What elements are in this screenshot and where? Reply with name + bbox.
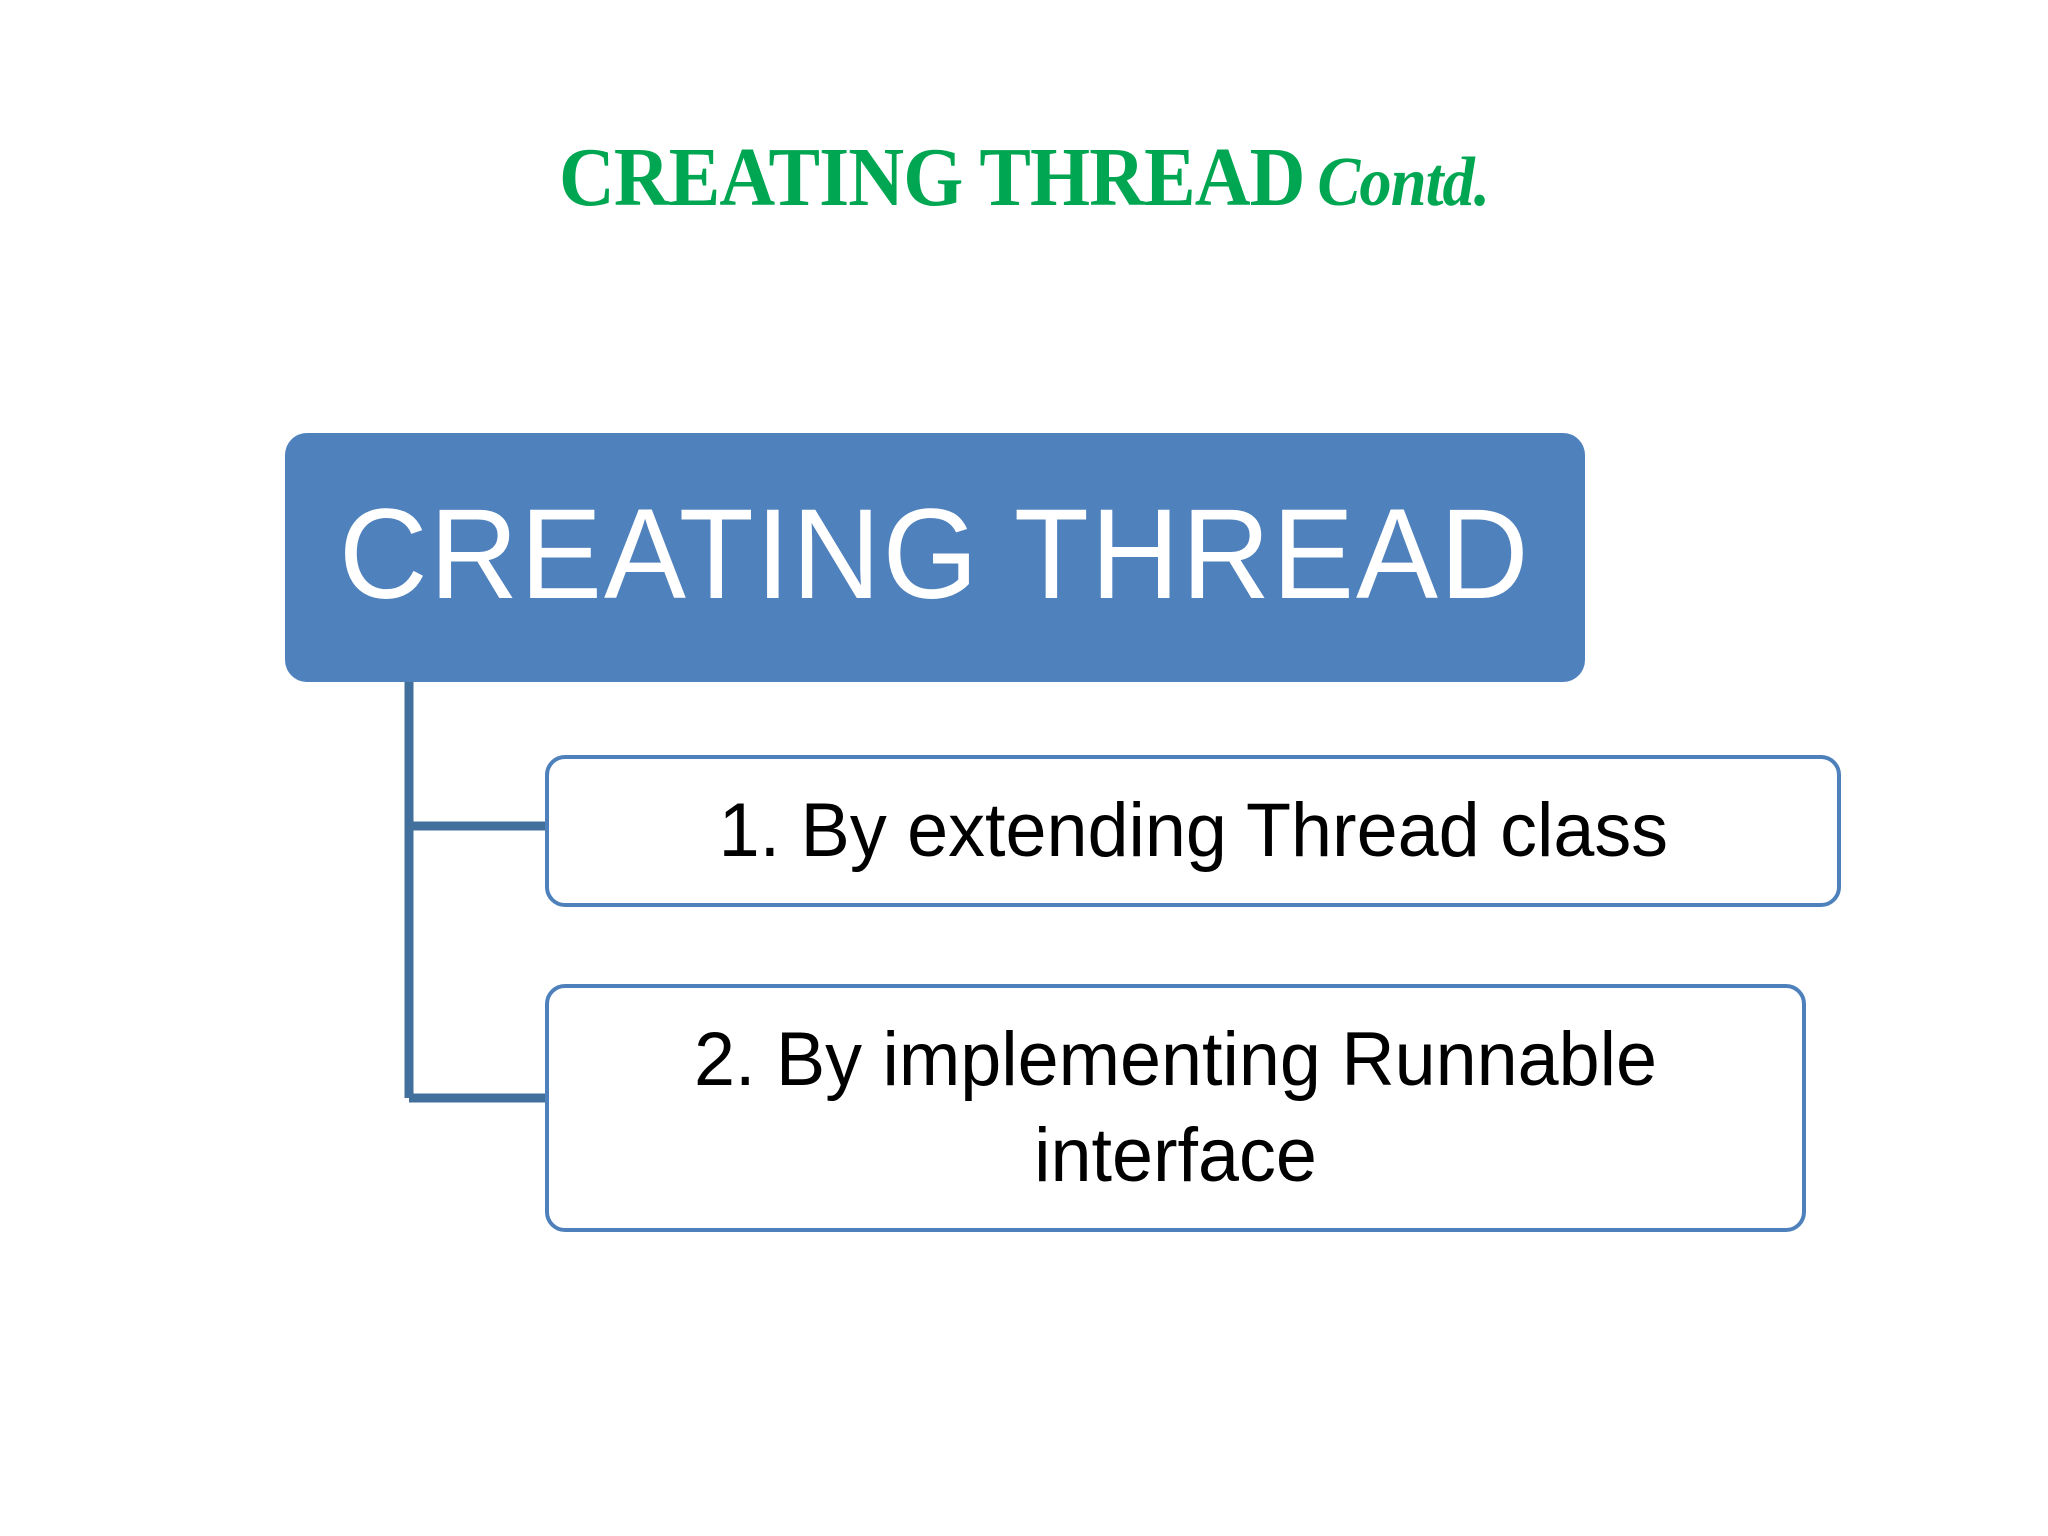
diagram-node-child-2[interactable]: 2. By implementing Runnable interface xyxy=(545,984,1806,1232)
diagram-node-child-1[interactable]: 1. By extending Thread class xyxy=(545,755,1841,907)
diagram-node-child-1-label: 1. By extending Thread class xyxy=(718,788,1668,873)
diagram-node-root[interactable]: CREATING THREAD xyxy=(285,433,1585,682)
diagram-node-root-label: CREATING THREAD xyxy=(339,482,1531,626)
slide-title-contd: Contd. xyxy=(1317,144,1490,221)
slide-title-main: CREATING THREAD xyxy=(558,131,1305,224)
diagram-node-child-2-label: 2. By implementing Runnable interface xyxy=(693,1017,1657,1198)
